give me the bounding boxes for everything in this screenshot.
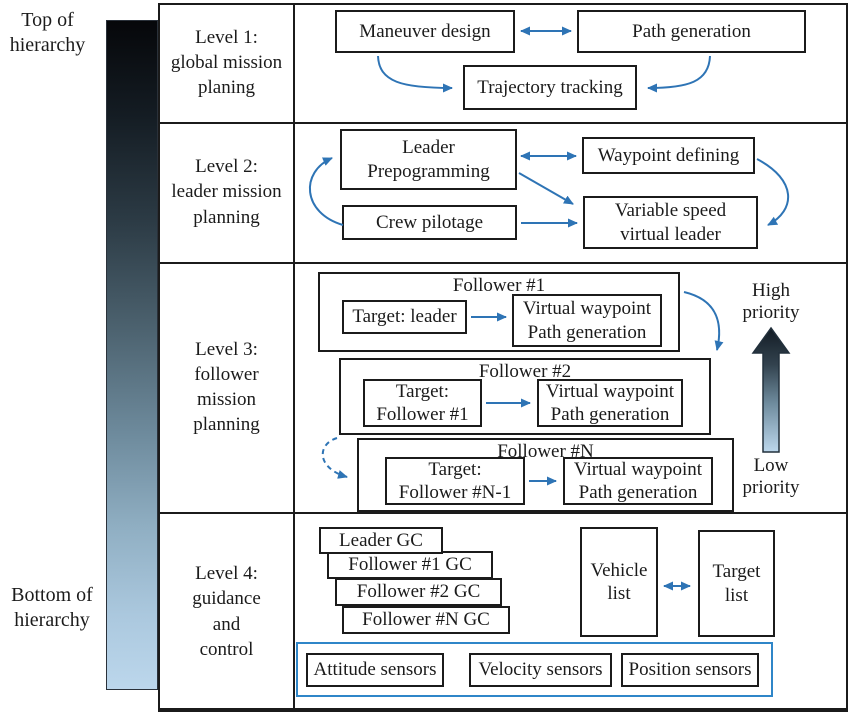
trajectory-tracking-box: Trajectory tracking: [463, 65, 637, 110]
row-divider-3: [158, 512, 848, 514]
position-sensors-box: Position sensors: [621, 653, 759, 687]
row-divider-2: [158, 262, 848, 264]
velocity-sensors-box: Velocity sensors: [469, 653, 612, 687]
follower-1-waypoint-box: Virtual waypoint Path generation: [512, 294, 662, 347]
follower-1-gc-box: Follower #1 GC: [327, 551, 493, 579]
variable-speed-virtual-leader-box: Variable speed virtual leader: [583, 196, 758, 249]
follower-2-gc-box: Follower #2 GC: [335, 578, 502, 606]
follower-n-gc-box: Follower #N GC: [342, 606, 510, 634]
waypoint-defining-box: Waypoint defining: [582, 137, 755, 174]
follower-2-title: Follower #2: [478, 361, 572, 382]
attitude-sensors-box: Attitude sensors: [306, 653, 444, 687]
path-generation-box: Path generation: [577, 10, 806, 53]
leader-preprogramming-box: Leader Prepogramming: [340, 129, 517, 190]
high-priority-label: High priority: [742, 280, 800, 323]
maneuver-design-box: Maneuver design: [335, 10, 515, 53]
follower-1-target-box: Target: leader: [342, 300, 467, 334]
vehicle-list-box: Vehicle list: [580, 527, 658, 637]
crew-pilotage-box: Crew pilotage: [342, 205, 517, 240]
leader-gc-box: Leader GC: [319, 527, 443, 554]
follower-n-target-box: Target: Follower #N-1: [385, 457, 525, 505]
top-of-hierarchy-label: Top of hierarchy: [9, 9, 86, 56]
label-column-divider: [293, 3, 295, 712]
follower-n-title: Follower #N: [497, 441, 594, 462]
low-priority-label: Low priority: [742, 455, 800, 498]
level-2-label: Level 2: leader mission planning: [171, 156, 282, 228]
follower-2-waypoint-box: Virtual waypoint Path generation: [537, 379, 683, 427]
level-1-label: Level 1: global mission planing: [170, 26, 283, 99]
target-list-box: Target list: [698, 530, 775, 637]
follower-n-waypoint-box: Virtual waypoint Path generation: [563, 457, 713, 505]
row-divider-1: [158, 122, 848, 124]
hierarchy-table-border: [158, 3, 848, 712]
follower-1-title: Follower #1: [452, 275, 546, 296]
level-3-label: Level 3: follower mission planning: [193, 338, 260, 436]
level-4-label: Level 4: guidance and control: [192, 563, 261, 660]
hierarchy-gradient-bar: [106, 20, 158, 690]
bottom-of-hierarchy-label: Bottom of hierarchy: [11, 584, 93, 631]
follower-2-target-box: Target: Follower #1: [363, 379, 482, 427]
